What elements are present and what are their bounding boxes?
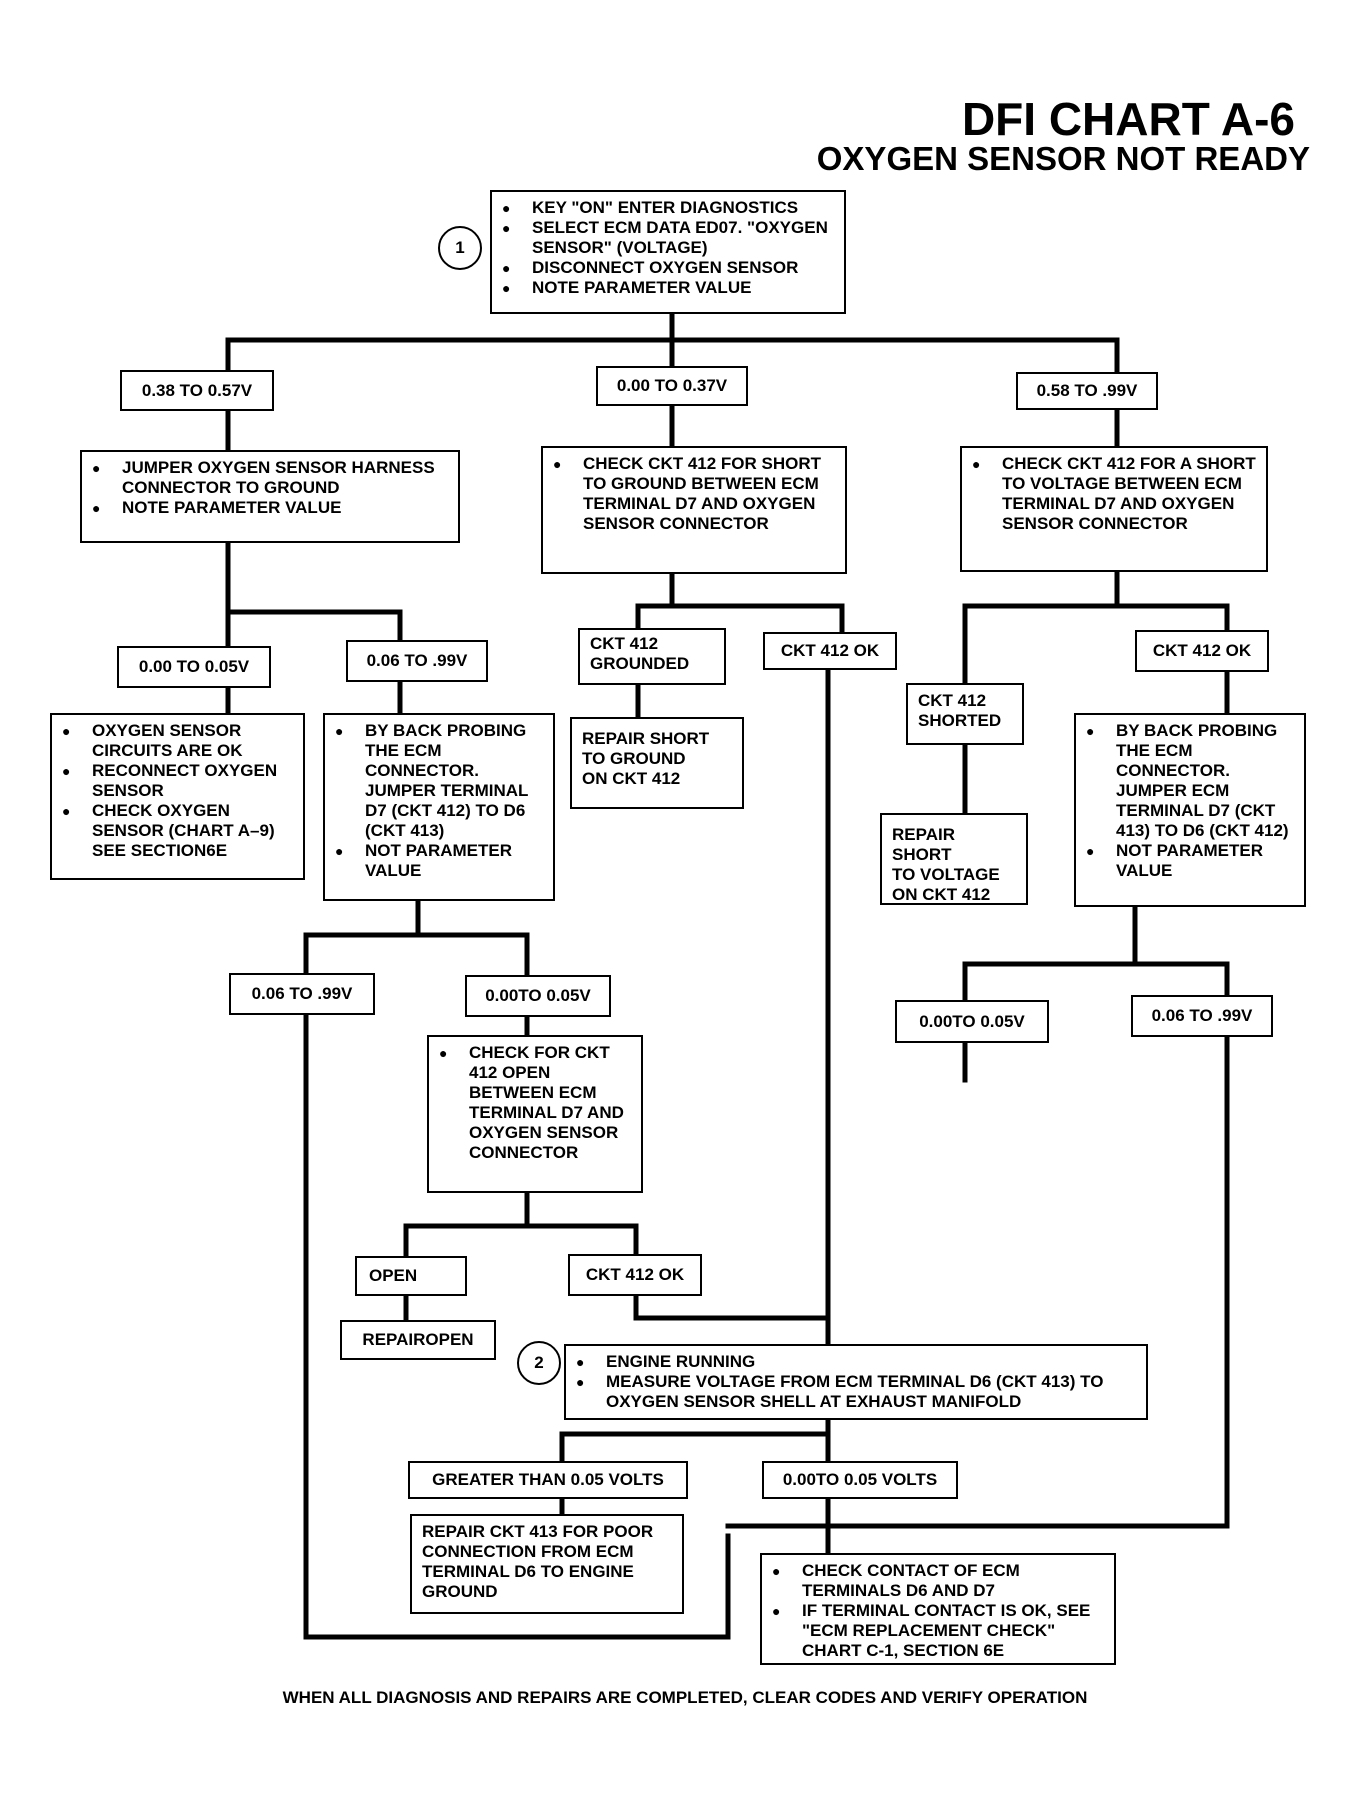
left-sub-low-label: 0.00TO 0.05V bbox=[465, 975, 611, 1017]
ckt412-shorted-text: CKT 412 SHORTED bbox=[918, 691, 1002, 730]
footer-note: WHEN ALL DIAGNOSIS AND REPAIRS ARE COMPL… bbox=[282, 1688, 1088, 1707]
right-backprobe-box: BY BACK PROBING THE ECM CONNECTOR. JUMPE… bbox=[1074, 713, 1306, 907]
less-than-label: 0.00TO 0.05 VOLTS bbox=[762, 1461, 958, 1499]
left-jumper-action-box: JUMPER OXYGEN SENSOR HARNESS CONNECTOR T… bbox=[80, 450, 460, 543]
connector-middle-action-split bbox=[635, 571, 845, 635]
reconnect-step: RECONNECT OXYGEN SENSOR bbox=[62, 761, 295, 801]
start-step-key-on: KEY "ON" ENTER DIAGNOSTICS bbox=[502, 198, 836, 218]
left-backprobe-box: BY BACK PROBING THE ECM CONNECTOR. JUMPE… bbox=[323, 713, 555, 901]
left-sub-high-label: 0.06 TO .99V bbox=[229, 973, 375, 1015]
start-step-note-value: NOTE PARAMETER VALUE bbox=[502, 278, 836, 298]
middle-range-label: 0.00 TO 0.37V bbox=[596, 366, 748, 406]
repair-ckt413-box: REPAIR CKT 413 FOR POOR CONNECTION FROM … bbox=[410, 1514, 684, 1614]
left-ckt412-ok-label: CKT 412 OK bbox=[568, 1254, 702, 1296]
repair-short-ground-text: REPAIR SHORT TO GROUND ON CKT 412 bbox=[582, 729, 710, 788]
left-jumper-step: JUMPER OXYGEN SENSOR HARNESS CONNECTOR T… bbox=[92, 458, 450, 498]
left-range-label: 0.38 TO 0.57V bbox=[120, 370, 274, 411]
right-short-voltage-box: CHECK CKT 412 FOR A SHORT TO VOLTAGE BET… bbox=[960, 446, 1268, 572]
start-step-select-data: SELECT ECM DATA ED07. "OXYGEN SENSOR" (V… bbox=[502, 218, 836, 258]
connector-left-action-split bbox=[225, 540, 403, 655]
check-sensor-step: CHECK OXYGEN SENSOR (CHART A–9) SEE SECT… bbox=[62, 801, 295, 861]
left-note-param-step: NOT PARAMETER VALUE bbox=[335, 841, 545, 881]
engine-running-box: ENGINE RUNNING MEASURE VOLTAGE FROM ECM … bbox=[564, 1344, 1148, 1420]
engine-running-step: ENGINE RUNNING bbox=[576, 1352, 1138, 1372]
open-label: OPEN bbox=[355, 1256, 467, 1296]
right-ckt412-ok-label: CKT 412 OK bbox=[1135, 630, 1269, 672]
ckt412-shorted-label: CKT 412 SHORTED bbox=[906, 683, 1024, 745]
left-note-step: NOTE PARAMETER VALUE bbox=[92, 498, 450, 518]
connector-open-check-split bbox=[403, 1190, 639, 1264]
check-contact-step: CHECK CONTACT OF ECM TERMINALS D6 AND D7 bbox=[772, 1561, 1106, 1601]
right-high-label: 0.06 TO .99V bbox=[1131, 995, 1273, 1037]
start-step-disconnect: DISCONNECT OXYGEN SENSOR bbox=[502, 258, 836, 278]
right-low-label: 0.00TO 0.05V bbox=[895, 1000, 1049, 1043]
connector-left-high-return bbox=[303, 1012, 731, 1640]
chart-title: DFI CHART A-6 bbox=[961, 93, 1295, 145]
right-range-label: 0.58 TO .99V bbox=[1016, 372, 1158, 410]
left-low-label: 0.00 TO 0.05V bbox=[117, 646, 271, 688]
connector-engine-split bbox=[559, 1417, 831, 1464]
repair-short-voltage-box: REPAIR SHORT TO VOLTAGE ON CKT 412 bbox=[880, 813, 1028, 905]
chart-subtitle: OXYGEN SENSOR NOT READY bbox=[816, 140, 1310, 177]
repair-short-voltage-text: REPAIR SHORT TO VOLTAGE ON CKT 412 bbox=[892, 825, 1000, 904]
repair-ckt413-text: REPAIR CKT 413 FOR POOR CONNECTION FROM … bbox=[422, 1522, 654, 1601]
open-check-box: CHECK FOR CKT 412 OPEN BETWEEN ECM TERMI… bbox=[427, 1035, 643, 1193]
connector-ckt412ok-merge bbox=[633, 1293, 831, 1321]
sensor-ok-box: OXYGEN SENSOR CIRCUITS ARE OK RECONNECT … bbox=[50, 713, 305, 880]
connector-start-split bbox=[225, 310, 1120, 379]
connector-right-action-split bbox=[962, 569, 1230, 686]
open-check-step: CHECK FOR CKT 412 OPEN BETWEEN ECM TERMI… bbox=[439, 1043, 633, 1163]
middle-short-ground-step: CHECK CKT 412 FOR SHORT TO GROUND BETWEE… bbox=[553, 454, 837, 534]
measure-voltage-step: MEASURE VOLTAGE FROM ECM TERMINAL D6 (CK… bbox=[576, 1372, 1138, 1412]
connector-right-probe-split bbox=[962, 904, 1230, 1008]
middle-short-ground-box: CHECK CKT 412 FOR SHORT TO GROUND BETWEE… bbox=[541, 446, 847, 574]
middle-ckt412-ok-label: CKT 412 OK bbox=[763, 632, 897, 670]
step-1-marker: 1 bbox=[438, 226, 482, 270]
ckt412-grounded-label: CKT 412 GROUNDED bbox=[578, 628, 726, 685]
right-short-voltage-step: CHECK CKT 412 FOR A SHORT TO VOLTAGE BET… bbox=[972, 454, 1258, 534]
sensor-ok-step: OXYGEN SENSOR CIRCUITS ARE OK bbox=[62, 721, 295, 761]
check-contact-box: CHECK CONTACT OF ECM TERMINALS D6 AND D7… bbox=[760, 1553, 1116, 1665]
start-instructions-box: KEY "ON" ENTER DIAGNOSTICS SELECT ECM DA… bbox=[490, 190, 846, 314]
repair-short-ground-box: REPAIR SHORT TO GROUND ON CKT 412 bbox=[570, 717, 744, 809]
greater-than-label: GREATER THAN 0.05 VOLTS bbox=[408, 1461, 688, 1499]
ckt412-grounded-text: CKT 412 GROUNDED bbox=[590, 634, 690, 673]
left-high-label: 0.06 TO .99V bbox=[346, 640, 488, 682]
connector-probe-split bbox=[303, 898, 530, 985]
left-backprobe-step: BY BACK PROBING THE ECM CONNECTOR. JUMPE… bbox=[335, 721, 545, 841]
step-2-marker: 2 bbox=[517, 1341, 561, 1385]
right-backprobe-step: BY BACK PROBING THE ECM CONNECTOR. JUMPE… bbox=[1086, 721, 1296, 841]
right-note-param-step: NOT PARAMETER VALUE bbox=[1086, 841, 1296, 881]
ecm-replacement-step: IF TERMINAL CONTACT IS OK, SEE "ECM REPL… bbox=[772, 1601, 1106, 1661]
connector-right-high-return bbox=[725, 1034, 1230, 1529]
repair-open-box: REPAIROPEN bbox=[340, 1320, 496, 1360]
